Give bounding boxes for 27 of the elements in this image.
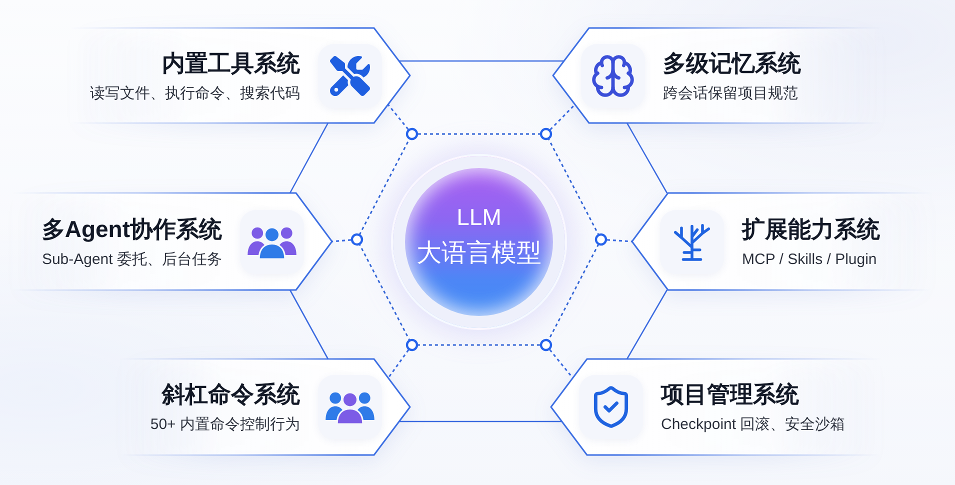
connector-line — [399, 60, 564, 62]
system-description: Checkpoint 回滚、安全沙箱 — [661, 415, 846, 435]
center-label: LLM — [456, 203, 502, 232]
system-title: 项目管理系统 — [661, 380, 799, 409]
dashed-connector — [332, 233, 364, 246]
system-title: 内置工具系统 — [162, 48, 300, 78]
system-description: Sub-Agent 委托、后台任务 — [42, 250, 222, 270]
center-label: 大语言模型 — [416, 238, 542, 269]
system-description: 跨会话保留项目规范 — [663, 84, 798, 104]
connector-line — [289, 290, 329, 360]
dashed-connector — [540, 338, 574, 378]
connector-line — [289, 122, 329, 194]
system-description: 50+ 内置命令控制行为 — [150, 415, 300, 435]
connector-line — [399, 420, 562, 422]
system-description: 读写文件、执行命令、搜索代码 — [90, 84, 300, 104]
system-title: 多级记忆系统 — [663, 48, 801, 78]
system-title: 斜杠命令系统 — [162, 380, 300, 409]
dashed-connector — [387, 104, 418, 140]
connector-line — [626, 290, 668, 360]
system-title: 多Agent协作系统 — [42, 214, 222, 244]
dashed-connector — [594, 233, 632, 246]
system-description: MCP / Skills / Plugin — [742, 250, 877, 270]
system-title: 扩展能力系统 — [742, 214, 880, 244]
dashed-hexagon — [357, 134, 601, 345]
dashed-connector — [388, 338, 418, 378]
connector-line — [626, 122, 668, 194]
dashed-connector — [540, 104, 576, 140]
